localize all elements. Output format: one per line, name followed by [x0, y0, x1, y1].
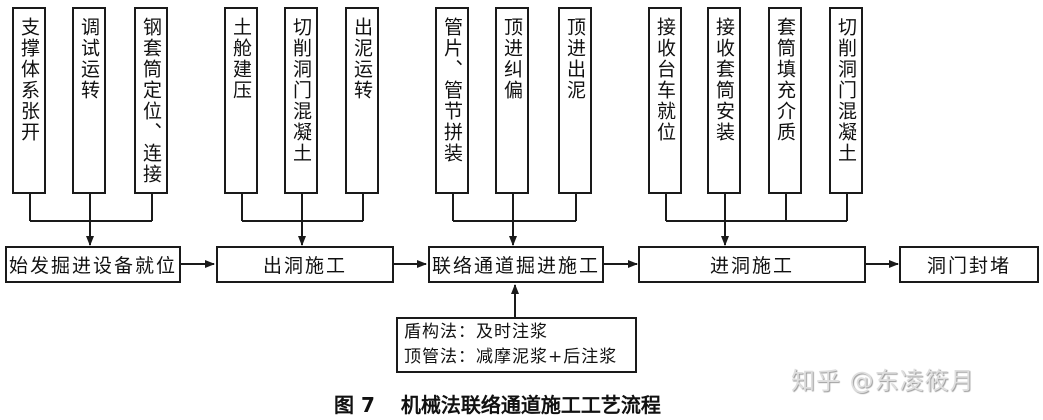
stage-label: 洞门封堵: [926, 255, 1011, 277]
stage-label: 联络通道掘进施工: [431, 255, 600, 277]
substep-label: 土舱建压: [230, 17, 252, 101]
substep-label: 钢套筒定位、连接: [140, 17, 162, 185]
note-line-shield: 盾构法：及时注浆: [404, 322, 548, 342]
substep-box: 钢套筒定位、连接: [134, 7, 168, 194]
substep-label: 顶进纠偏: [501, 17, 523, 101]
substep-label: 切削洞门混凝土: [835, 17, 857, 164]
substep-label: 顶进出泥: [564, 17, 586, 101]
stage-box-exit-construction: 出洞施工: [216, 246, 394, 283]
substep-label: 接收台车就位: [654, 17, 676, 143]
substep-label: 出泥运转: [351, 17, 373, 101]
substep-box: 顶进纠偏: [495, 7, 529, 194]
stage-box-entry-construction: 进洞施工: [638, 246, 866, 283]
substep-box: 顶进出泥: [558, 7, 592, 194]
note-line-pipe-jacking: 顶管法：减摩泥浆+后注浆: [404, 347, 618, 367]
substep-box: 管片、管节拼装: [435, 7, 469, 194]
connector-group-2: [241, 194, 364, 246]
figure-caption: 图 7 机械法联络通道施工工艺流程: [334, 389, 661, 418]
substep-box: 切削洞门混凝土: [284, 7, 318, 194]
connector-group-4: [665, 194, 848, 246]
substep-box: 支撑体系张开: [12, 7, 46, 194]
substep-box: 接收套筒安装: [707, 7, 741, 194]
stage-box-launch-equipment: 始发掘进设备就位: [5, 246, 181, 283]
substep-label: 管片、管节拼装: [441, 17, 463, 164]
stage-box-portal-sealing: 洞门封堵: [899, 246, 1039, 283]
stage-label: 始发掘进设备就位: [8, 255, 177, 277]
substep-label: 接收套筒安装: [713, 17, 735, 143]
connector-group-1: [29, 194, 153, 246]
substep-box: 套筒填充介质: [768, 7, 802, 194]
substep-label: 切削洞门混凝土: [290, 17, 312, 164]
figure-number: 图 7: [334, 393, 375, 417]
grouting-note-box: 盾构法：及时注浆 顶管法：减摩泥浆+后注浆: [396, 317, 637, 373]
connector-group-3: [452, 194, 577, 246]
substep-label: 套筒填充介质: [774, 17, 796, 143]
substep-box: 出泥运转: [345, 7, 379, 194]
substep-box: 调试运转: [72, 7, 106, 194]
substep-label: 支撑体系张开: [18, 17, 40, 143]
stage-label: 出洞施工: [262, 255, 347, 277]
figure-title: 机械法联络通道施工工艺流程: [400, 393, 661, 417]
substep-label: 调试运转: [78, 17, 100, 101]
substep-box: 土舱建压: [224, 7, 258, 194]
substep-box: 切削洞门混凝土: [829, 7, 863, 194]
watermark: 知乎 @东凌筱月: [791, 367, 975, 395]
stage-label: 进洞施工: [709, 255, 794, 277]
stage-box-passage-excavation: 联络通道掘进施工: [428, 246, 604, 283]
substep-box: 接收台车就位: [648, 7, 682, 194]
